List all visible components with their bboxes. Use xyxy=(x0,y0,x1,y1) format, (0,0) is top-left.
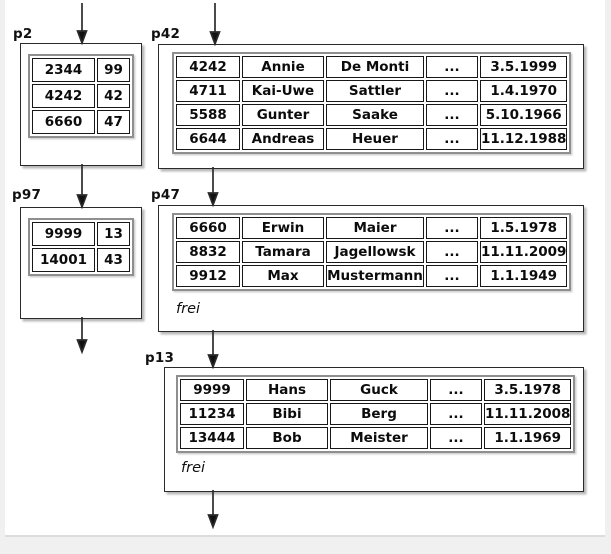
table-row: 8832 Tamara Jagellowsk ... 11.11.2009 xyxy=(176,241,568,263)
page-label-p97: p97 xyxy=(12,187,42,203)
cell-ellipsis: ... xyxy=(426,241,478,263)
cell-lastname: Berg xyxy=(330,403,428,425)
cell-lastname: Mustermann xyxy=(326,265,424,287)
page-box-p97: 9999 13 14001 43 xyxy=(20,207,142,319)
table-row: 9912 Max Mustermann ... 1.1.1949 xyxy=(176,265,568,287)
cell-lastname: Meister xyxy=(330,427,428,449)
cell-id: 9999 xyxy=(180,379,244,401)
table-row: 4242 42 xyxy=(32,84,130,108)
cell-firstname: Hans xyxy=(246,379,328,401)
cell-key: 2344 xyxy=(32,58,95,82)
free-space-label: frei xyxy=(181,460,206,476)
index-table-p97: 9999 13 14001 43 xyxy=(28,218,134,276)
cell-lastname: Saake xyxy=(326,104,424,126)
data-table-p47: 6660 Erwin Maier ... 1.5.1978 8832 Tamar… xyxy=(172,213,572,291)
table-row: 11234 Bibi Berg ... 11.11.2008 xyxy=(180,403,572,425)
free-space-label: frei xyxy=(176,301,201,317)
cell-firstname: Kai-Uwe xyxy=(242,80,324,102)
cell-lastname: Sattler xyxy=(326,80,424,102)
table-row: 5588 Gunter Saake ... 5.10.1966 xyxy=(176,104,568,126)
page-label-p13: p13 xyxy=(145,350,175,366)
cell-ellipsis: ... xyxy=(426,104,478,126)
cell-firstname: Bibi xyxy=(246,403,328,425)
table-row: 6660 47 xyxy=(32,110,130,134)
cell-page-ref: 13 xyxy=(97,222,130,246)
cell-lastname: Heuer xyxy=(326,128,424,150)
cell-firstname: Andreas xyxy=(242,128,324,150)
cell-id: 5588 xyxy=(176,104,240,126)
table-row: 2344 99 xyxy=(32,58,130,82)
cell-id: 6644 xyxy=(176,128,240,150)
cell-ellipsis: ... xyxy=(430,427,482,449)
cell-ellipsis: ... xyxy=(430,403,482,425)
cell-ellipsis: ... xyxy=(426,265,478,287)
cell-date: 11.11.2008 xyxy=(484,403,572,425)
cell-id: 13444 xyxy=(180,427,244,449)
cell-date: 3.5.1999 xyxy=(480,56,568,78)
cell-lastname: De Monti xyxy=(326,56,424,78)
cell-key: 9999 xyxy=(32,222,95,246)
cell-lastname: Maier xyxy=(326,217,424,239)
cell-firstname: Annie xyxy=(242,56,324,78)
cell-date: 1.1.1969 xyxy=(484,427,572,449)
cell-date: 11.12.1988 xyxy=(480,128,568,150)
data-table-p42: 4242 Annie De Monti ... 3.5.1999 4711 Ka… xyxy=(172,52,572,154)
cell-key: 6660 xyxy=(32,110,95,134)
cell-page-ref: 43 xyxy=(97,248,130,272)
cell-firstname: Bob xyxy=(246,427,328,449)
table-row: 6660 Erwin Maier ... 1.5.1978 xyxy=(176,217,568,239)
cell-lastname: Guck xyxy=(330,379,428,401)
cell-firstname: Tamara xyxy=(242,241,324,263)
cell-ellipsis: ... xyxy=(426,217,478,239)
cell-key: 4242 xyxy=(32,84,95,108)
cell-ellipsis: ... xyxy=(426,80,478,102)
index-table-p2: 2344 99 4242 42 6660 47 xyxy=(28,54,134,138)
cell-ellipsis: ... xyxy=(426,56,478,78)
page-label-p47: p47 xyxy=(151,187,181,203)
page-box-p47: 6660 Erwin Maier ... 1.5.1978 8832 Tamar… xyxy=(158,205,584,332)
table-row: 4711 Kai-Uwe Sattler ... 1.4.1970 xyxy=(176,80,568,102)
table-row: 14001 43 xyxy=(32,248,130,272)
table-row: 4242 Annie De Monti ... 3.5.1999 xyxy=(176,56,568,78)
table-row: 6644 Andreas Heuer ... 11.12.1988 xyxy=(176,128,568,150)
cell-ellipsis: ... xyxy=(426,128,478,150)
page-box-p42: 4242 Annie De Monti ... 3.5.1999 4711 Ka… xyxy=(158,44,584,169)
page-box-p13: 9999 Hans Guck ... 3.5.1978 11234 Bibi B… xyxy=(164,367,584,492)
cell-date: 5.10.1966 xyxy=(480,104,568,126)
page-label-p2: p2 xyxy=(13,26,33,42)
cell-id: 6660 xyxy=(176,217,240,239)
cell-lastname: Jagellowsk xyxy=(326,241,424,263)
cell-ellipsis: ... xyxy=(430,379,482,401)
data-table-p13: 9999 Hans Guck ... 3.5.1978 11234 Bibi B… xyxy=(176,375,576,453)
table-row: 9999 Hans Guck ... 3.5.1978 xyxy=(180,379,572,401)
cell-date: 1.1.1949 xyxy=(480,265,568,287)
cell-page-ref: 47 xyxy=(97,110,130,134)
cell-page-ref: 42 xyxy=(97,84,130,108)
cell-date: 11.11.2009 xyxy=(480,241,568,263)
cell-date: 1.5.1978 xyxy=(480,217,568,239)
cell-id: 8832 xyxy=(176,241,240,263)
cell-firstname: Max xyxy=(242,265,324,287)
cell-id: 4242 xyxy=(176,56,240,78)
cell-date: 3.5.1978 xyxy=(484,379,572,401)
cell-date: 1.4.1970 xyxy=(480,80,568,102)
table-row: 13444 Bob Meister ... 1.1.1969 xyxy=(180,427,572,449)
cell-firstname: Gunter xyxy=(242,104,324,126)
page-box-p2: 2344 99 4242 42 6660 47 xyxy=(20,43,142,166)
cell-id: 9912 xyxy=(176,265,240,287)
cell-key: 14001 xyxy=(32,248,95,272)
page-label-p42: p42 xyxy=(151,26,181,42)
cell-id: 11234 xyxy=(180,403,244,425)
table-row: 9999 13 xyxy=(32,222,130,246)
cell-id: 4711 xyxy=(176,80,240,102)
cell-firstname: Erwin xyxy=(242,217,324,239)
cell-page-ref: 99 xyxy=(97,58,130,82)
